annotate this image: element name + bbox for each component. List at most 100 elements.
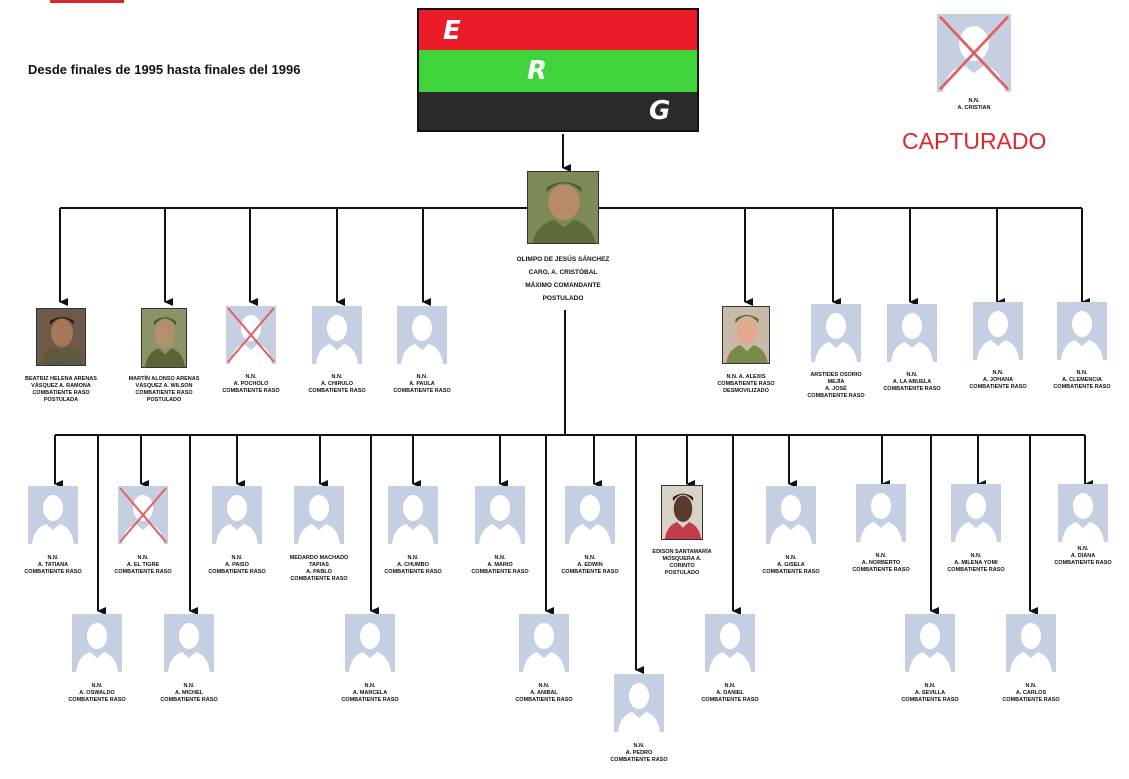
silhouette-icon [614, 674, 664, 732]
member-photo-placeholder [397, 306, 447, 364]
silhouette-icon [475, 486, 525, 544]
member-label: N.N. A. POCHOLO COMBATIENTE RASO [222, 374, 280, 394]
member-label: N.N. A. TATIANA COMBATIENTE RASO [24, 555, 82, 575]
member-photo-placeholder [1006, 614, 1056, 672]
member-photo-placeholder [705, 614, 755, 672]
member-label: N.N. A. CHIRULO COMBATIENTE RASO [308, 374, 366, 394]
cross-out-icon [938, 15, 1010, 91]
member-label: N.N. A. CHUMBO COMBATIENTE RASO [384, 555, 442, 575]
member-label: N.N. A. NORBERTO COMBATIENTE RASO [852, 553, 910, 573]
member-label: N.N. A. EDWIN COMBATIENTE RASO [561, 555, 619, 575]
member-photo [36, 308, 86, 366]
member-label: N.N. A. LA ABUELA COMBATIENTE RASO [883, 372, 941, 392]
silhouette-icon [28, 486, 78, 544]
silhouette-icon [565, 486, 615, 544]
leader-label: OLIMPO DE JESÚS SÁNCHEZ CARO, A. CRISTÓB… [516, 256, 610, 302]
member-label: N.N. A. MARCELA COMBATIENTE RASO [341, 683, 399, 703]
silhouette-icon [164, 614, 214, 672]
silhouette-icon [312, 306, 362, 364]
member-label: N.N. A. PEDRO COMBATIENTE RASO [610, 743, 668, 763]
member-label: BEATRIZ HELENA ARENAS VÁSQUEZ A. RAMONA … [25, 376, 97, 403]
member-label: ARSTIDES OSORIO MEJÍA A. JOSÉ COMBATIENT… [807, 372, 865, 399]
member-photo-placeholder [164, 614, 214, 672]
member-photo-placeholder [856, 484, 906, 542]
silhouette-icon [519, 614, 569, 672]
period-title: Desde finales de 1995 hasta finales del … [28, 62, 301, 77]
flag-letter-e: E [443, 16, 461, 46]
captured-label: CAPTURADO [902, 128, 1047, 154]
silhouette-icon [72, 614, 122, 672]
portrait-photo-icon [662, 486, 702, 539]
flag-band-red: E [419, 10, 697, 50]
member-photo-placeholder [226, 306, 276, 364]
cross-out-icon [119, 487, 167, 543]
silhouette-icon [766, 486, 816, 544]
flag-band-black: G [419, 92, 697, 130]
portrait-photo-icon [528, 172, 598, 243]
member-photo-placeholder [1057, 302, 1107, 360]
silhouette-icon [1006, 614, 1056, 672]
member-photo [141, 308, 187, 368]
silhouette-icon [294, 486, 344, 544]
silhouette-icon [887, 304, 937, 362]
member-photo-placeholder [887, 304, 937, 362]
member-label: N.N. A. MICHEL COMBATIENTE RASO [160, 683, 218, 703]
member-photo-placeholder [475, 486, 525, 544]
silhouette-icon [397, 306, 447, 364]
member-photo-placeholder [212, 486, 262, 544]
member-label: N.N. A. CRISTIAN [957, 98, 991, 111]
member-label: N.N. A. ALEXIS COMBATIENTE RASO DESMOVIL… [717, 374, 775, 394]
portrait-photo-icon [723, 307, 769, 363]
member-label: N.N. A. CARLOS COMBATIENTE RASO [1002, 683, 1060, 703]
member-photo [527, 171, 599, 244]
member-photo-placeholder [905, 614, 955, 672]
member-label: N.N. A. PAULA COMBATIENTE RASO [393, 374, 451, 394]
member-photo-placeholder [519, 614, 569, 672]
member-photo-placeholder [345, 614, 395, 672]
flag-letter-r: R [527, 56, 548, 86]
flag-band-green: R [419, 50, 697, 92]
silhouette-icon [951, 484, 1001, 542]
member-photo-placeholder [937, 14, 1011, 92]
member-label: N.N. A. CLEMENCIA COMBATIENTE RASO [1053, 370, 1111, 390]
silhouette-icon [388, 486, 438, 544]
member-photo [661, 485, 703, 540]
member-photo-placeholder [973, 302, 1023, 360]
member-photo-placeholder [614, 674, 664, 732]
portrait-photo-icon [37, 309, 85, 365]
member-label: N.N. A. ANIBAL COMBATIENTE RASO [515, 683, 573, 703]
member-label: N.N. A. MARIO COMBATIENTE RASO [471, 555, 529, 575]
silhouette-icon [811, 304, 861, 362]
silhouette-icon [856, 484, 906, 542]
silhouette-icon [705, 614, 755, 672]
silhouette-icon [212, 486, 262, 544]
member-label: MARTÍN ALONSO ARENAS VÁSQUEZ A. WILSON C… [128, 376, 200, 403]
member-label: N.N. A. PAISO COMBATIENTE RASO [208, 555, 266, 575]
member-label: N.N. A. GISELA COMBATIENTE RASO [762, 555, 820, 575]
member-photo-placeholder [118, 486, 168, 544]
flag-letter-g: G [649, 96, 671, 126]
corner-mark [50, 0, 124, 3]
member-photo-placeholder [294, 486, 344, 544]
silhouette-icon [345, 614, 395, 672]
member-photo-placeholder [565, 486, 615, 544]
member-label: N.N. A. DIANA COMBATIENTE RASO [1054, 546, 1112, 566]
member-photo-placeholder [811, 304, 861, 362]
member-label: N.N. A. SEVILLA COMBATIENTE RASO [901, 683, 959, 703]
member-photo-placeholder [766, 486, 816, 544]
member-label: N.N. A. EL TIGRE COMBATIENTE RASO [114, 555, 172, 575]
silhouette-icon [905, 614, 955, 672]
member-photo-placeholder [312, 306, 362, 364]
member-label: N.N. A. MILENA YOMI COMBATIENTE RASO [947, 553, 1005, 573]
member-photo-placeholder [28, 486, 78, 544]
erg-flag: E R G [417, 8, 699, 132]
silhouette-icon [1058, 484, 1108, 542]
member-photo-placeholder [951, 484, 1001, 542]
member-photo [722, 306, 770, 364]
member-label: N.N. A. JOHANA COMBATIENTE RASO [969, 370, 1027, 390]
member-label: MEDARDO MACHADO TAPIAS A. PABLO COMBATIE… [289, 555, 349, 582]
member-label: N.N. A. OSWALDO COMBATIENTE RASO [68, 683, 126, 703]
cross-out-icon [227, 307, 275, 363]
